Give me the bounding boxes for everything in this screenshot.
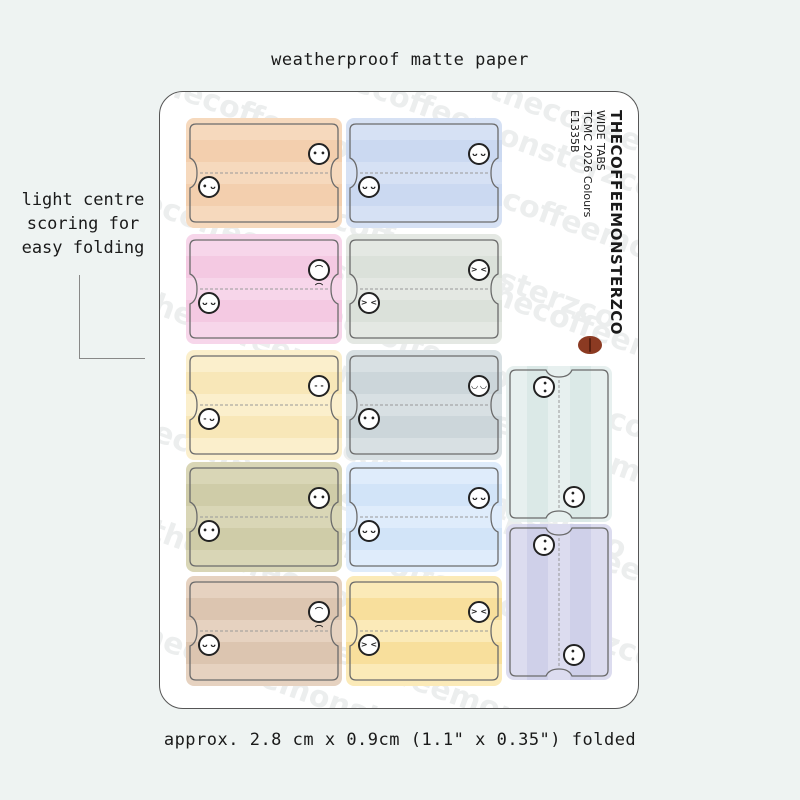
kawaii-face-icon: - ᴗ xyxy=(198,408,220,430)
kawaii-face-icon: • • xyxy=(563,644,585,666)
vertical-tab-sticker-lavender: • • • • xyxy=(506,524,612,680)
leader-line-horizontal xyxy=(79,358,145,359)
vertical-tab-sticker-mint: • • • • xyxy=(506,366,612,522)
brand-block: THECOFFEEMONSTERZCO WIDE TABS TCMC 2026 … xyxy=(568,110,625,365)
brand-name: THECOFFEEMONSTERZCO xyxy=(607,110,625,335)
tab-outline xyxy=(349,467,499,567)
kawaii-face-icon: > < xyxy=(468,601,490,623)
tab-sticker-pink: ⌒ ⌒ ᴗ ᴗ xyxy=(186,234,342,344)
tab-outline xyxy=(509,527,609,677)
top-caption: weatherproof matte paper xyxy=(271,50,529,70)
kawaii-face-icon: ◡ ◡ xyxy=(468,375,490,397)
kawaii-face-icon: ᴗ ᴗ xyxy=(358,520,380,542)
kawaii-face-icon: • • xyxy=(533,376,555,398)
tab-outline xyxy=(349,355,499,455)
bottom-caption: approx. 2.8 cm x 0.9cm (1.1" x 0.35") fo… xyxy=(163,730,637,750)
tab-outline xyxy=(349,123,499,223)
kawaii-face-icon: • • xyxy=(358,408,380,430)
kawaii-face-icon: ᴗ ᴗ xyxy=(358,176,380,198)
brand-colours: TCMC 2026 Colours xyxy=(581,110,594,218)
tab-outline xyxy=(349,581,499,681)
brand-code: E1335B xyxy=(568,110,581,153)
kawaii-face-icon: • • xyxy=(563,486,585,508)
tab-sticker-butter: > < > < xyxy=(346,576,502,686)
coffee-bean-icon xyxy=(578,336,602,354)
tab-sticker-olive: • • • • xyxy=(186,462,342,572)
tab-sticker-peach: • • • ᴗ xyxy=(186,118,342,228)
tab-outline xyxy=(509,369,609,519)
kawaii-face-icon: ᴗ ᴗ xyxy=(468,143,490,165)
side-note: light centre scoring for easy folding xyxy=(3,188,163,260)
tab-sticker-sky: ᴗ ᴗ ᴗ ᴗ xyxy=(346,462,502,572)
kawaii-face-icon: ᴗ ᴗ xyxy=(198,634,220,656)
tab-sticker-blue: ᴗ ᴗ ᴗ ᴗ xyxy=(346,118,502,228)
side-note-line-3: easy folding xyxy=(21,238,145,258)
tab-sticker-sage: > < > < xyxy=(346,234,502,344)
kawaii-face-icon: ᴗ ᴗ xyxy=(468,487,490,509)
kawaii-face-icon: > < xyxy=(468,259,490,281)
kawaii-face-icon: • • xyxy=(308,143,330,165)
kawaii-face-icon: • • xyxy=(308,487,330,509)
kawaii-face-icon: > < xyxy=(358,292,380,314)
tab-sticker-taupe: ⌒ ⌒ ᴗ ᴗ xyxy=(186,576,342,686)
tab-outline xyxy=(189,581,339,681)
tab-outline xyxy=(189,355,339,455)
leader-line-vertical xyxy=(79,275,80,358)
tab-sticker-slate: ◡ ◡ • • xyxy=(346,350,502,460)
side-note-line-1: light centre xyxy=(21,190,145,210)
tab-outline xyxy=(189,239,339,339)
kawaii-face-icon: ⌒ ⌒ xyxy=(308,601,330,634)
kawaii-face-icon: ᴗ ᴗ xyxy=(198,292,220,314)
tab-outline xyxy=(349,239,499,339)
kawaii-face-icon: ⌒ ⌒ xyxy=(308,259,330,292)
tab-sticker-cream: - - - ᴗ xyxy=(186,350,342,460)
kawaii-face-icon: • • xyxy=(198,520,220,542)
tab-outline xyxy=(189,467,339,567)
brand-product: WIDE TABS xyxy=(594,110,607,171)
kawaii-face-icon: • ᴗ xyxy=(198,176,220,198)
kawaii-face-icon: - - xyxy=(308,375,330,397)
side-note-line-2: scoring for xyxy=(26,214,140,234)
brand-text: THECOFFEEMONSTERZCO WIDE TABS TCMC 2026 … xyxy=(568,110,625,340)
kawaii-face-icon: • • xyxy=(533,534,555,556)
tab-outline xyxy=(189,123,339,223)
kawaii-face-icon: > < xyxy=(358,634,380,656)
